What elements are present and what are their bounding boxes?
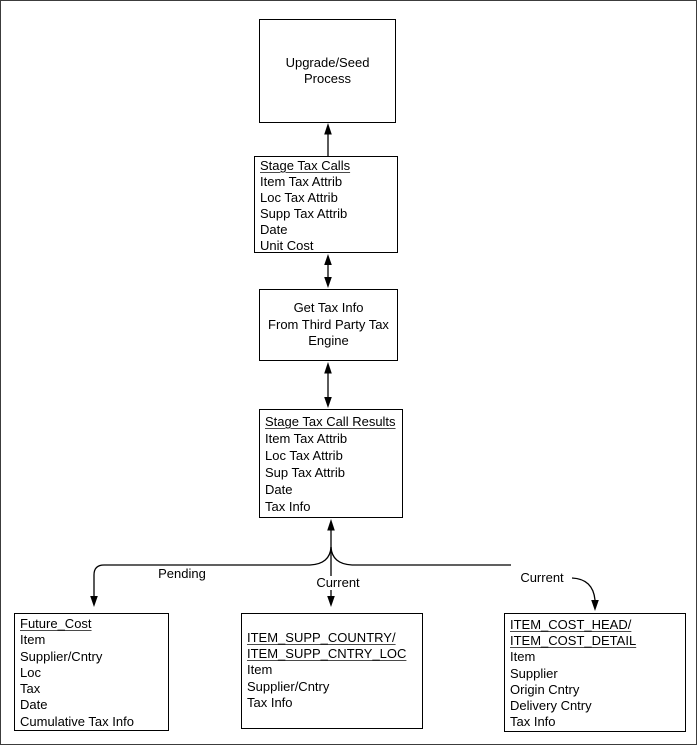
attribute-row: Tax Info	[265, 499, 311, 514]
node-line: Get Tax Info	[293, 300, 364, 316]
attribute-row: Date	[265, 482, 293, 497]
edge-label-current-right: Current	[514, 571, 570, 585]
attribute-row: Date	[20, 697, 48, 713]
attribute-row: Tax Info	[510, 714, 556, 730]
attribute-row: Item Tax Attrib	[260, 173, 343, 189]
node-title: ITEM_COST_DETAIL	[510, 633, 637, 649]
attribute-row: Delivery Cntry	[510, 698, 592, 714]
node-title: Future_Cost	[20, 616, 92, 631]
attribute-row: Item	[247, 662, 273, 678]
node-line: Process	[304, 71, 351, 86]
edge-label-pending: Pending	[151, 567, 213, 581]
attribute-row: Origin Cntry	[510, 681, 580, 697]
attribute-row: Supp Tax Attrib	[260, 205, 348, 221]
attribute-row: Unit Cost	[260, 237, 314, 253]
attribute-row: Item	[510, 649, 536, 665]
arrowhead-down-left	[90, 596, 98, 607]
attribute-row: Loc	[20, 664, 41, 680]
branch-right-curve	[571, 577, 596, 601]
fillet-right	[330, 546, 353, 566]
attribute-row: Supplier	[510, 665, 558, 681]
attribute-row: Supplier/Cntry	[247, 678, 330, 694]
attribute-row: Loc Tax Attrib	[265, 448, 343, 463]
fillet-left	[309, 546, 332, 566]
attribute-row: Sup Tax Attrib	[265, 465, 345, 480]
node-stage-tax-call-results: Stage Tax Call Results Item Tax Attrib L…	[259, 409, 403, 518]
node-line: Upgrade/Seed	[285, 54, 370, 70]
node-future-cost: Future_Cost Item Supplier/Cntry Loc Tax …	[14, 613, 169, 731]
node-line: Engine	[308, 333, 349, 349]
node-title: Stage Tax Calls	[260, 158, 351, 173]
node-title: Stage Tax Call Results	[265, 414, 396, 429]
attribute-row: Item	[20, 632, 46, 648]
node-item-cost: ITEM_COST_HEAD/ ITEM_COST_DETAIL Item Su…	[504, 613, 686, 732]
node-get-tax-info: Get Tax Info From Third Party Tax Engine	[259, 289, 398, 361]
arrow-stagecalls-gettaxinfo	[324, 254, 332, 288]
attribute-row: Tax	[20, 681, 41, 697]
attribute-row: Supplier/Cntry	[20, 648, 103, 664]
connector-results-to-tables	[90, 519, 599, 611]
attribute-row: Date	[260, 221, 288, 237]
attribute-row: Tax Info	[247, 694, 293, 710]
node-title: ITEM_SUPP_COUNTRY/	[247, 630, 396, 645]
edge-label-current-middle: Current	[309, 576, 367, 590]
arrowhead-up-results	[327, 519, 335, 531]
node-title: ITEM_SUPP_CNTRY_LOC	[247, 646, 407, 662]
arrowhead-down-middle	[327, 596, 335, 607]
node-line: From Third Party Tax	[268, 316, 389, 332]
attribute-row: Item Tax Attrib	[265, 431, 348, 446]
node-stage-tax-calls: Stage Tax Calls Item Tax Attrib Loc Tax …	[254, 156, 398, 253]
arrowhead-down-right	[591, 600, 599, 611]
attribute-row: Cumulative Tax Info	[20, 713, 134, 729]
arrow-gettaxinfo-results	[324, 362, 332, 408]
node-item-supp-country: ITEM_SUPP_COUNTRY/ ITEM_SUPP_CNTRY_LOC I…	[241, 613, 423, 729]
attribute-row: Loc Tax Attrib	[260, 189, 338, 205]
node-title: ITEM_COST_HEAD/	[510, 617, 632, 632]
node-upgrade-seed-process: Upgrade/Seed Process	[259, 19, 396, 123]
arrow-stagecalls-to-upgrade	[324, 123, 332, 156]
